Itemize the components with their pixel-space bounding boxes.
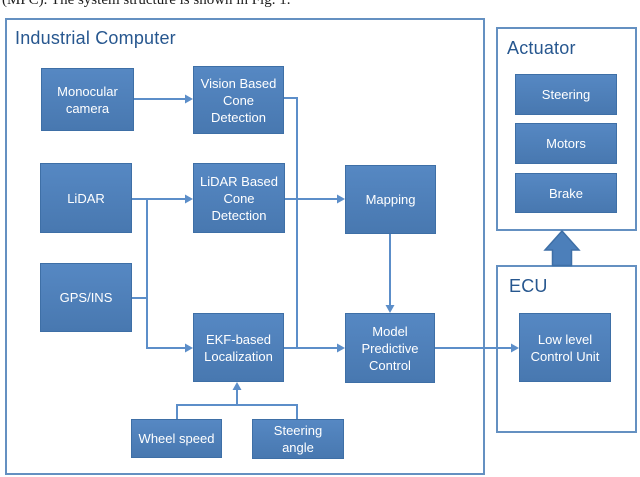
industrial-computer-title: Industrial Computer <box>15 28 176 48</box>
ecu-title: ECU <box>509 276 548 296</box>
arrowhead-vision-icon <box>185 94 193 104</box>
edge-sensor-bus <box>176 404 298 419</box>
node-vision-cone-detection: Vision Based Cone Detection <box>193 66 284 134</box>
arrowhead-mpc-left-icon <box>337 343 345 353</box>
arrowhead-ekf-icon <box>185 343 193 353</box>
node-label: EKF-based Localization <box>204 331 273 364</box>
node-steering-angle: Steering angle <box>252 419 344 459</box>
edge-vision-down-to-mpc-line <box>284 97 298 349</box>
node-low-level-control-unit: Low level Control Unit <box>519 313 611 382</box>
node-label: Brake <box>549 185 583 201</box>
node-label: Steering angle <box>273 423 323 455</box>
node-label: Wheel speed <box>138 431 215 446</box>
node-label: GPS/INS <box>59 290 113 305</box>
node-gps-ins: GPS/INS <box>40 263 132 332</box>
node-label: Model Predictive Control <box>361 323 419 373</box>
node-steering: Steering <box>515 74 617 115</box>
node-label: Mapping <box>365 192 416 207</box>
arrowhead-llcu-icon <box>511 343 519 353</box>
arrowhead-mpc-top-icon <box>385 305 395 313</box>
node-lidar-cone-detection: LiDAR Based Cone Detection <box>193 163 285 233</box>
arrowhead-mapping-icon <box>337 194 345 204</box>
edge-branch-to-ekf <box>146 199 185 349</box>
actuator-title: Actuator <box>507 38 576 58</box>
node-brake: Brake <box>515 173 617 213</box>
node-ekf-localization: EKF-based Localization <box>193 313 284 382</box>
node-monocular-camera: Monocular camera <box>41 68 134 131</box>
node-lidar: LiDAR <box>40 163 132 233</box>
node-label: LiDAR <box>67 190 105 206</box>
node-label: Steering <box>541 87 591 102</box>
node-label: Low level Control Unit <box>530 331 600 364</box>
arrowhead-lidarcone-icon <box>185 194 193 204</box>
block-arrow-ecu-to-actuator-icon <box>543 229 581 267</box>
caption-text: (MPC). The system structure is shown in … <box>2 0 291 8</box>
node-label: Motors <box>546 136 586 151</box>
node-label: Vision Based Cone Detection <box>200 75 277 125</box>
node-label: LiDAR Based Cone Detection <box>199 173 279 223</box>
node-model-predictive-control: Model Predictive Control <box>345 313 435 383</box>
arrowhead-ekf-bottom-icon <box>232 382 242 390</box>
node-wheel-speed: Wheel speed <box>131 419 222 458</box>
node-mapping: Mapping <box>345 165 436 234</box>
node-motors: Motors <box>515 123 617 164</box>
node-label: Monocular camera <box>57 83 118 116</box>
